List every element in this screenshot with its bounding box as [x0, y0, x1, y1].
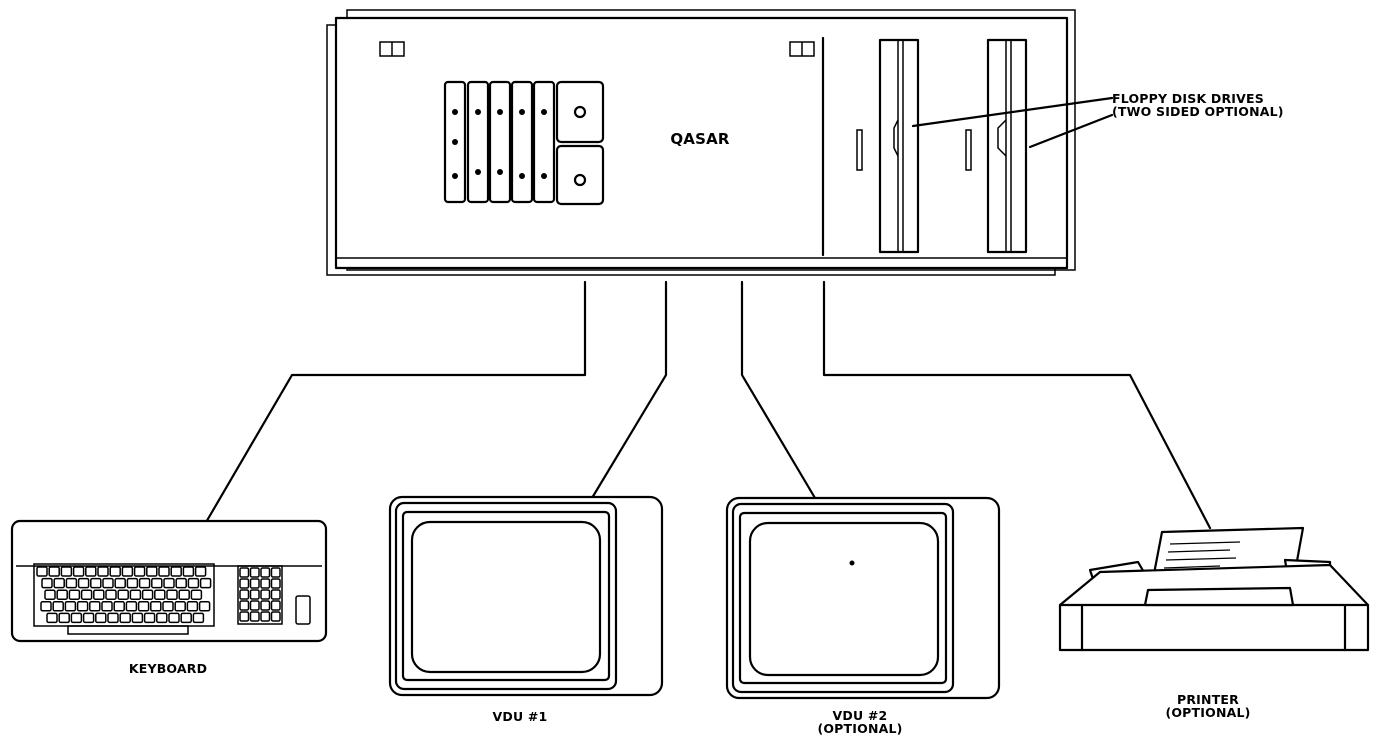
vdu-2-label-group: VDU #2 (OPTIONAL)	[800, 709, 920, 735]
floppy-callout-label: FLOPPY DISK DRIVES (TWO SIDED OPTIONAL)	[1112, 92, 1284, 118]
floppy-callout-line-2: (TWO SIDED OPTIONAL)	[1112, 105, 1284, 118]
printer-label-group: PRINTER (OPTIONAL)	[1148, 693, 1268, 719]
vdu-1-icon	[390, 497, 662, 695]
printer-icon	[1060, 528, 1368, 650]
connection-cables	[205, 282, 1210, 528]
keyboard-label: KEYBOARD	[98, 662, 238, 675]
cable-vdu-2	[742, 282, 815, 498]
vdu-1-label: VDU #1	[470, 710, 570, 723]
printer-note: (OPTIONAL)	[1148, 706, 1268, 719]
cable-keyboard	[205, 282, 585, 524]
vdu-2-note: (OPTIONAL)	[800, 722, 920, 735]
vdu-2-icon	[727, 498, 999, 698]
qasar-label: QASAR	[660, 132, 740, 148]
cable-vdu-1	[592, 282, 666, 498]
keyboard-icon	[12, 521, 326, 641]
cable-printer	[824, 282, 1210, 528]
